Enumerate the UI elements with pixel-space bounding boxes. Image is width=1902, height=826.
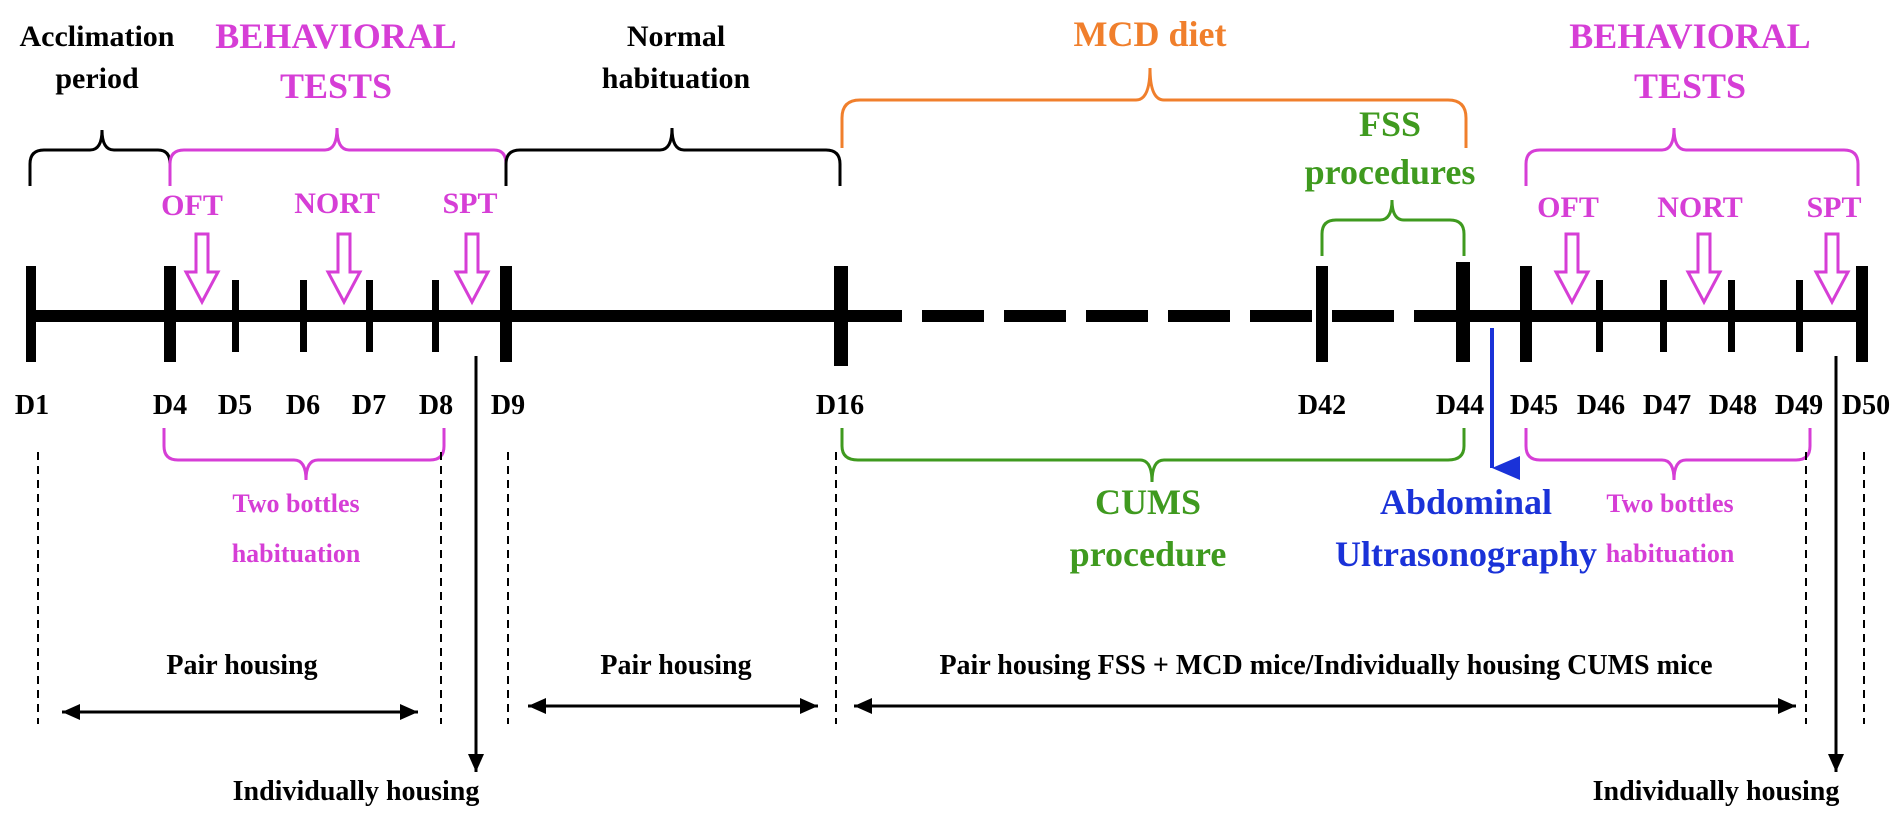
day-label: D47	[1643, 390, 1691, 421]
normal-habituation-label: Normal habituation	[602, 20, 751, 95]
behavioral-left-brace	[168, 127, 508, 186]
cums-brace	[840, 428, 1466, 483]
day-label: D7	[352, 390, 386, 421]
day-label: D4	[153, 390, 187, 421]
acclimation-label: Acclimation period	[20, 20, 175, 95]
tick-d45	[1520, 266, 1532, 362]
tick-d1	[26, 266, 36, 362]
day-label: D5	[218, 390, 252, 421]
tick-d16	[834, 266, 848, 366]
tick-d9	[500, 266, 512, 362]
tick-d4	[164, 266, 176, 362]
day-label: D42	[1298, 390, 1346, 421]
test-nort-left: NORT	[294, 187, 380, 220]
two-bottles-left-line1: Two bottles	[232, 489, 359, 518]
cums-line2: procedure	[1070, 534, 1227, 574]
hollow-down-arrow-nort-right	[1685, 232, 1723, 306]
day-label: D6	[286, 390, 320, 421]
tick-d7	[366, 280, 373, 352]
behavioral-tests-right-label: BEHAVIORAL TESTS	[1569, 16, 1810, 106]
day-label: D48	[1709, 390, 1757, 421]
tick-d8	[432, 280, 439, 352]
hollow-down-arrow-oft-left	[183, 232, 221, 306]
tick-d47	[1660, 280, 1667, 352]
tick-d50	[1856, 266, 1868, 362]
test-oft-right: OFT	[1537, 191, 1599, 224]
individual-housing-label-right: Individually housing	[1593, 776, 1840, 807]
day-label: D45	[1510, 390, 1558, 421]
ultrasonography-label: Abdominal Ultrasonography	[1335, 482, 1597, 574]
fss-brace	[1320, 199, 1466, 256]
tick-d49	[1796, 280, 1803, 352]
tick-d48	[1728, 280, 1735, 352]
pair-housing-label-2: Pair housing	[600, 650, 751, 681]
acclimation-brace	[28, 129, 172, 186]
two-bottles-left-label: Two bottles habituation	[232, 489, 361, 568]
cums-procedure-label: CUMS procedure	[1070, 482, 1227, 574]
hollow-down-arrow-oft-right	[1553, 232, 1591, 306]
day-label: D9	[491, 390, 525, 421]
tick-d6	[300, 280, 307, 352]
pair-housing-label-3: Pair housing FSS + MCD mice/Individually…	[939, 650, 1712, 681]
behavioral-right-brace	[1524, 127, 1860, 186]
day-label: D8	[419, 390, 453, 421]
tick-d44	[1456, 262, 1470, 362]
two-bottles-left-brace	[162, 428, 446, 481]
two-bottles-right-label: Two bottles habituation	[1606, 489, 1735, 568]
mcd-diet-label: MCD diet	[1074, 14, 1227, 54]
cums-line1: CUMS	[1095, 482, 1201, 522]
behavioral-right-line2: TESTS	[1634, 66, 1746, 106]
tick-d5	[232, 280, 239, 352]
timeline	[26, 262, 1868, 366]
acclimation-line2: period	[55, 62, 139, 95]
mcd-diet-brace	[840, 67, 1468, 148]
normal-line2: habituation	[602, 62, 751, 95]
fss-line1: FSS	[1359, 104, 1421, 144]
behavioral-left-line1: BEHAVIORAL	[215, 16, 456, 56]
fss-line2: procedures	[1305, 152, 1476, 192]
fss-procedures-label: FSS procedures	[1305, 104, 1476, 192]
acclimation-line1: Acclimation	[20, 20, 175, 53]
two-bottles-right-brace	[1524, 428, 1812, 481]
day-label: D46	[1577, 390, 1625, 421]
day-labels: D1 D4 D5 D6 D7 D8 D9 D16 D42 D44 D45 D46…	[15, 390, 1890, 421]
two-bottles-right-line1: Two bottles	[1606, 489, 1733, 518]
ultrasound-line1: Abdominal	[1380, 482, 1552, 522]
normal-line1: Normal	[627, 20, 725, 53]
day-label: D49	[1775, 390, 1823, 421]
hollow-down-arrow-spt-left	[453, 232, 491, 306]
dotted-separators	[37, 452, 1865, 724]
hollow-down-arrow-nort-left	[325, 232, 363, 306]
day-label: D16	[816, 390, 864, 421]
tick-d42	[1316, 266, 1328, 362]
normal-habituation-brace	[504, 127, 842, 186]
behavioral-tests-left-label: BEHAVIORAL TESTS	[215, 16, 456, 106]
test-spt-right: SPT	[1806, 191, 1861, 224]
day-label: D44	[1436, 390, 1484, 421]
pair-housing-label-1: Pair housing	[166, 650, 317, 681]
two-bottles-left-line2: habituation	[232, 539, 361, 568]
tick-d46	[1596, 280, 1603, 352]
ultrasound-line2: Ultrasonography	[1335, 534, 1597, 574]
behavioral-left-line2: TESTS	[280, 66, 392, 106]
test-oft-left: OFT	[161, 189, 223, 222]
day-label: D1	[15, 390, 49, 421]
test-nort-right: NORT	[1657, 191, 1743, 224]
individual-housing-label-left: Individually housing	[233, 776, 480, 807]
behavioral-right-line1: BEHAVIORAL	[1569, 16, 1810, 56]
two-bottles-right-line2: habituation	[1606, 539, 1735, 568]
test-spt-left: SPT	[442, 187, 497, 220]
hollow-down-arrow-spt-right	[1813, 232, 1851, 306]
day-label: D50	[1842, 390, 1890, 421]
